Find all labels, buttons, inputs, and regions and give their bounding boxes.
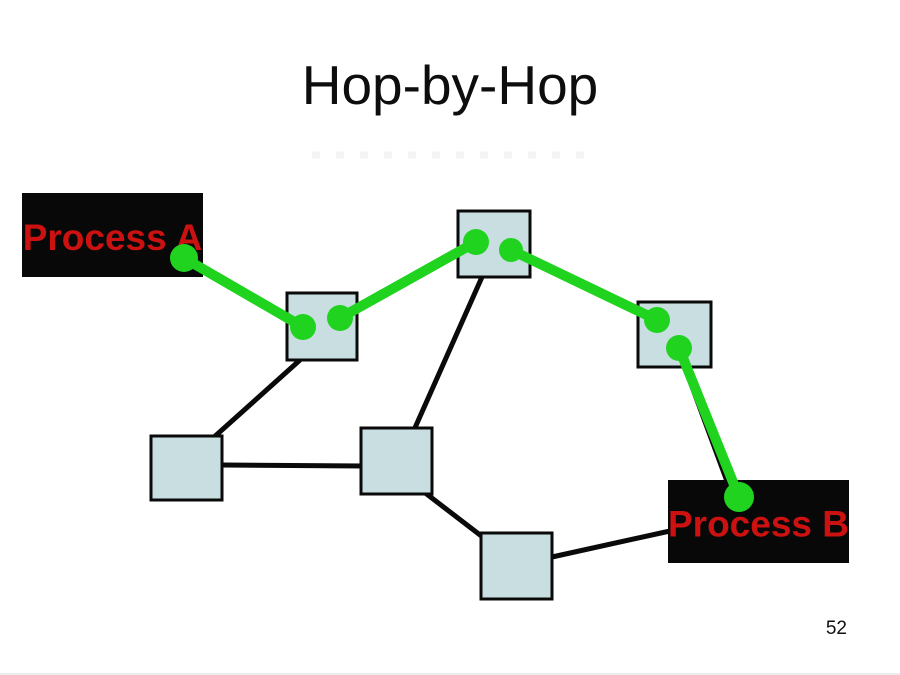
hop-path-segment-1 xyxy=(179,253,308,332)
network-link-4 xyxy=(422,490,486,540)
node-router-center xyxy=(359,426,434,496)
slide-title: Hop-by-Hop xyxy=(301,54,599,116)
process-b-label: Process B xyxy=(668,504,849,545)
hop-endpoint-dot-2 xyxy=(290,314,316,340)
hop-endpoint-dot-6 xyxy=(644,307,670,333)
process-b-box xyxy=(668,480,849,563)
hop-endpoint-dot-8 xyxy=(724,482,754,512)
hop-endpoint-dot-4 xyxy=(463,229,489,255)
hop-endpoint-dot-7 xyxy=(666,335,692,361)
hop-path-segment-3 xyxy=(506,245,662,325)
network-link-3 xyxy=(221,462,364,469)
page-number: 52 xyxy=(825,618,847,639)
hop-path-segment-2 xyxy=(335,237,481,323)
network-link-5 xyxy=(551,528,671,560)
hop-endpoint-dot-3 xyxy=(327,305,353,331)
network-link-1 xyxy=(211,358,302,440)
network-link-2 xyxy=(411,275,485,432)
node-router-bottom xyxy=(479,531,554,601)
hop-endpoint-dot-5 xyxy=(499,238,523,262)
hop-endpoint-dot-1 xyxy=(170,244,198,272)
node-router-lower-left xyxy=(149,434,224,502)
hop-path-segment-4 xyxy=(674,343,744,502)
